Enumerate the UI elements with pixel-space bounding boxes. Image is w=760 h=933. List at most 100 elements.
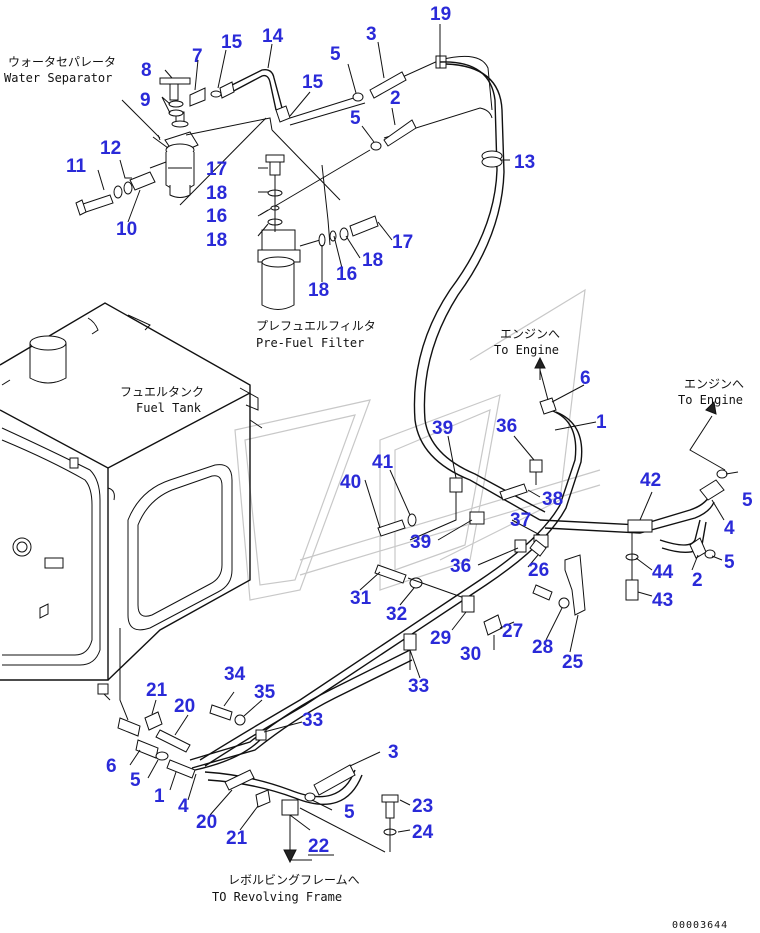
callout-14: 14 <box>262 26 284 47</box>
callout-21b: 21 <box>226 828 248 849</box>
callout-15b: 15 <box>302 72 324 93</box>
callout-17b: 17 <box>392 232 413 253</box>
callout-36a: 36 <box>496 416 517 437</box>
nut-21a-icon <box>144 711 163 731</box>
callout-24: 24 <box>412 822 434 843</box>
callout-17a: 17 <box>206 159 227 180</box>
arrow-up-icon <box>534 356 546 369</box>
lower-fuel-lines <box>199 369 728 767</box>
bolt-23-icon <box>381 794 399 803</box>
callout-21a: 21 <box>146 680 168 701</box>
revolving-frame-label-en: TO Revolving Frame <box>212 890 342 904</box>
callout-39a: 39 <box>432 418 453 439</box>
fuel-lines-top <box>185 48 493 151</box>
callout-22: 22 <box>308 836 329 857</box>
washer-9a-icon <box>168 100 184 108</box>
callout-6b: 6 <box>106 756 117 777</box>
tank-cap-icon <box>29 335 67 351</box>
callout-5c: 5 <box>742 490 753 511</box>
callout-42: 42 <box>640 470 661 491</box>
clip-36b-icon <box>514 539 527 553</box>
callouts: 8 7 9 15 14 5 3 19 15 2 5 12 11 10 13 17… <box>66 4 753 857</box>
clamp-33a-icon <box>403 633 417 651</box>
callout-1b: 1 <box>154 786 165 807</box>
callout-35: 35 <box>254 682 276 703</box>
callout-2b: 2 <box>692 570 703 591</box>
water-separator-label-en: Water Separator <box>4 71 112 85</box>
callout-3a: 3 <box>366 24 377 45</box>
callout-20a: 20 <box>174 696 195 717</box>
watermark-logo <box>234 288 601 601</box>
washer-41-icon <box>407 513 417 527</box>
tube-2-icon <box>383 119 417 147</box>
bracket-25-icon <box>564 554 586 616</box>
callout-2a: 2 <box>390 88 401 109</box>
callout-38: 38 <box>542 489 563 510</box>
callout-5a: 5 <box>330 44 341 65</box>
bolt-38-icon <box>499 483 528 501</box>
callout-7: 7 <box>192 46 203 67</box>
callout-30: 30 <box>460 644 481 665</box>
pre-fuel-filter-label-jp: プレフュエルフィルタ <box>256 319 376 333</box>
tube-3b-icon <box>313 764 356 796</box>
to-engine-2-label-jp: エンジンへ <box>684 377 744 391</box>
callout-33b: 33 <box>302 710 323 731</box>
callout-18b: 18 <box>206 230 227 251</box>
callout-23: 23 <box>412 796 433 817</box>
captions: ウォータセパレータ Water Separator プレフュエルフィルタ Pre… <box>4 55 744 931</box>
callout-31: 31 <box>350 588 372 609</box>
fitting-1b-icon <box>166 759 196 779</box>
callout-27: 27 <box>502 621 523 642</box>
bolt-31-icon <box>374 564 407 584</box>
callout-5b: 5 <box>350 108 361 129</box>
callout-5d: 5 <box>724 552 735 573</box>
callout-28: 28 <box>532 637 553 658</box>
callout-6a: 6 <box>580 368 591 389</box>
washer-28-icon <box>558 597 570 609</box>
callout-32: 32 <box>386 604 407 625</box>
elbow-12-icon <box>129 171 156 191</box>
callout-40: 40 <box>340 472 361 493</box>
callout-5e: 5 <box>130 770 141 791</box>
leader-lines <box>97 24 739 861</box>
engine-arrows <box>534 356 726 471</box>
callout-41: 41 <box>372 452 394 473</box>
water-separator-label-jp: ウォータセパレータ <box>8 55 116 69</box>
callout-36b: 36 <box>450 556 471 577</box>
callout-34: 34 <box>224 664 246 685</box>
callout-9: 9 <box>140 90 151 111</box>
callout-19: 19 <box>430 4 451 25</box>
to-engine-1-label-jp: エンジンへ <box>500 327 560 341</box>
callout-25: 25 <box>562 652 584 673</box>
callout-4b: 4 <box>178 796 189 817</box>
callout-13: 13 <box>514 152 535 173</box>
clip-39b-icon <box>469 511 485 525</box>
callout-26: 26 <box>528 560 549 581</box>
callout-18a: 18 <box>206 183 227 204</box>
bolt-34-icon <box>209 704 233 721</box>
to-engine-2-label-en: To Engine <box>678 393 743 407</box>
water-separator <box>75 77 206 216</box>
callout-11: 11 <box>66 156 87 177</box>
lower-left-assembly <box>97 628 413 864</box>
washer-35-icon <box>234 714 246 726</box>
clip-42-icon <box>627 519 653 533</box>
fuel-tank-label-en: Fuel Tank <box>136 401 202 415</box>
callout-37: 37 <box>510 510 531 531</box>
callout-16b: 16 <box>336 264 357 285</box>
callout-3b: 3 <box>388 742 399 763</box>
sleeve-20a-icon <box>155 729 191 753</box>
callout-1a: 1 <box>596 412 607 433</box>
callout-39b: 39 <box>410 532 431 553</box>
clip-36a-icon <box>529 459 543 473</box>
fitting-6b-icon <box>135 739 159 759</box>
callout-10: 10 <box>116 219 137 240</box>
clamp-33b-icon <box>255 729 267 741</box>
arrow-upright-icon <box>705 400 717 415</box>
callout-16a: 16 <box>206 206 227 227</box>
callout-5f: 5 <box>344 802 355 823</box>
pre-fuel-filter <box>179 117 379 310</box>
callout-20b: 20 <box>196 812 217 833</box>
